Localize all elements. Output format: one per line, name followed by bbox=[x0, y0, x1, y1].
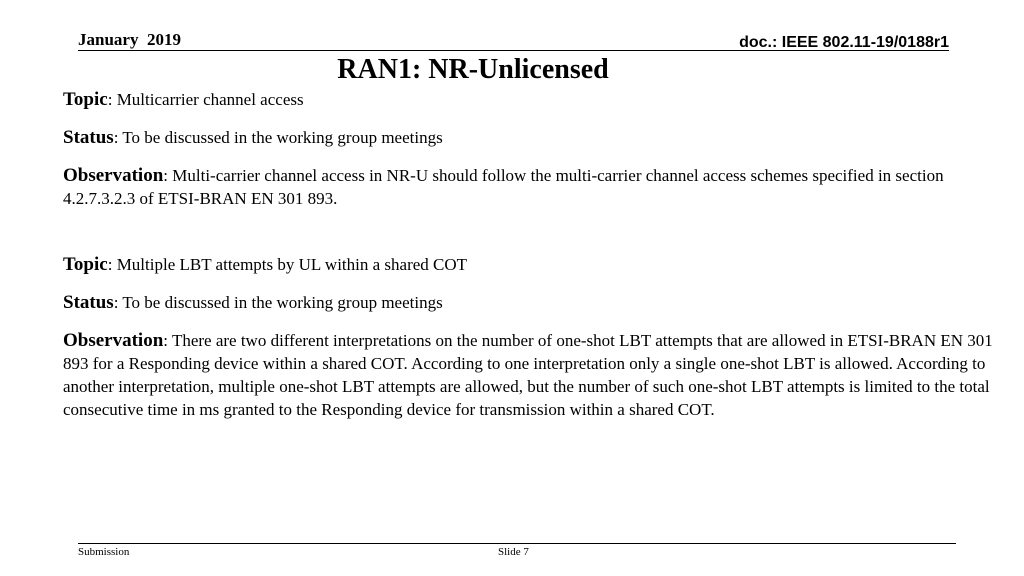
topic-label: Topic bbox=[63, 254, 108, 275]
observation-paragraph: Observation: There are two different int… bbox=[63, 329, 993, 421]
header-divider bbox=[78, 50, 949, 51]
status-label: Status bbox=[63, 292, 114, 313]
slide-title: RAN1: NR-Unlicensed bbox=[337, 54, 609, 85]
topic-paragraph: Topic: Multiple LBT attempts by UL withi… bbox=[63, 253, 993, 276]
status-paragraph: Status: To be discussed in the working g… bbox=[63, 291, 993, 314]
header-date: January 2019 bbox=[78, 30, 181, 49]
observation-label: Observation bbox=[63, 330, 164, 351]
observation-label: Observation bbox=[63, 165, 164, 186]
status-text: : To be discussed in the working group m… bbox=[113, 128, 443, 147]
header-doc-id: doc.: IEEE 802.11-19/0188r1 bbox=[739, 34, 949, 51]
status-label: Status bbox=[63, 127, 114, 148]
footer-submission: Submission bbox=[78, 546, 130, 558]
status-text: : To be discussed in the working group m… bbox=[113, 293, 443, 312]
status-paragraph: Status: To be discussed in the working g… bbox=[63, 126, 993, 149]
topic-text: : Multiple LBT attempts by UL within a s… bbox=[107, 255, 468, 274]
observation-text: : There are two different interpretation… bbox=[63, 331, 993, 419]
footer-divider bbox=[78, 543, 956, 544]
observation-text: : Multi-carrier channel access in NR-U s… bbox=[63, 166, 944, 208]
topic-label: Topic bbox=[63, 89, 108, 110]
topic-paragraph: Topic: Multicarrier channel access bbox=[63, 88, 993, 111]
observation-paragraph: Observation: Multi-carrier channel acces… bbox=[63, 164, 993, 210]
topic-text: : Multicarrier channel access bbox=[107, 90, 304, 109]
footer-slide-number: Slide 7 bbox=[498, 546, 529, 558]
slide-body: Topic: Multicarrier channel access Statu… bbox=[63, 88, 993, 421]
